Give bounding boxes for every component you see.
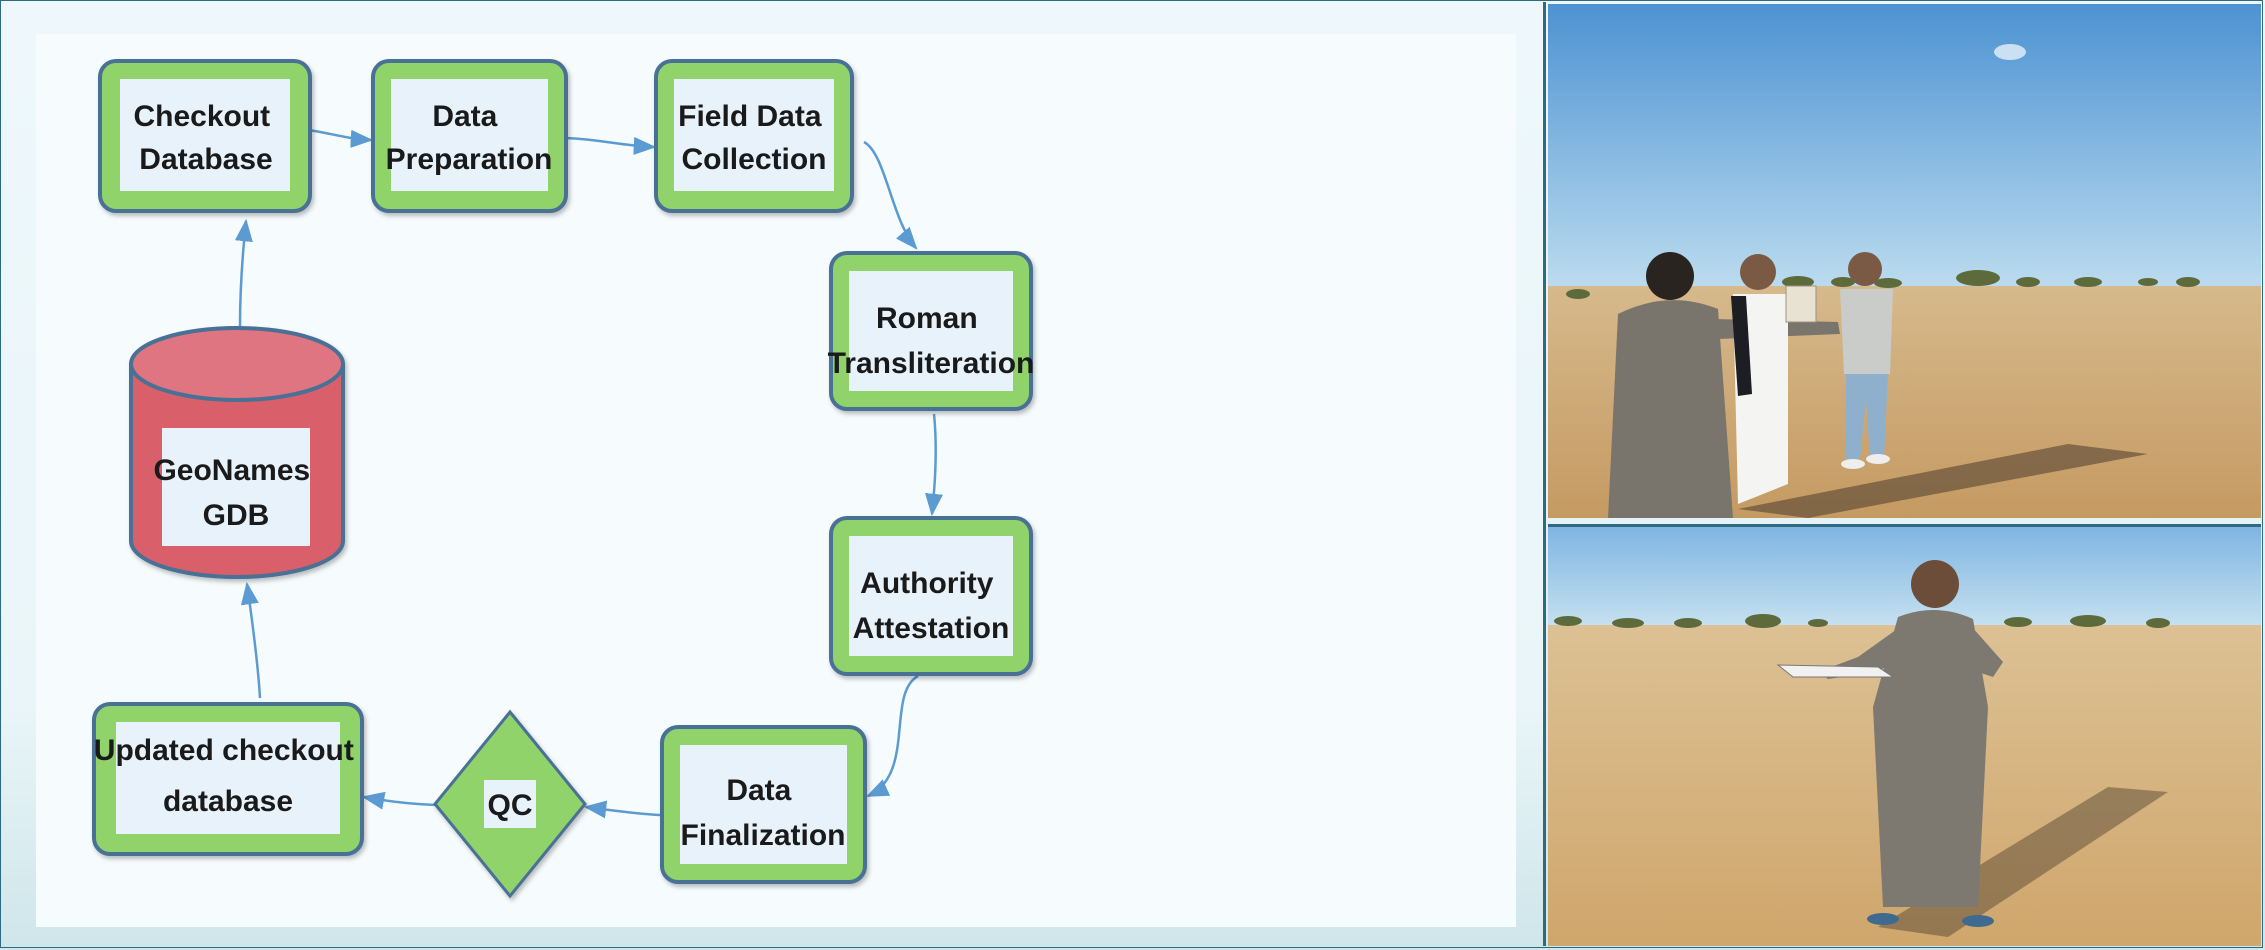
svg-text:Field Data Collection: Field Data Collection: [678, 100, 830, 176]
diagram-panel: Checkout Database Data Preparation Field…: [2, 2, 1546, 946]
edge-geonames-to-checkout: [234, 218, 253, 327]
node-checkout-database: [98, 59, 312, 213]
edge-roman-to-authority: [925, 413, 943, 517]
node-data-finalization: [660, 725, 867, 884]
svg-text:Updated checkout datab: Updated checkout database: [94, 734, 362, 818]
node-field-data-collection-line1: Field Data: [678, 100, 822, 133]
node-authority-attestation-line1: Authority: [860, 567, 994, 600]
svg-text:Data Finalization: Data Finalization: [681, 774, 846, 852]
edge-qc-to-updated: [361, 791, 437, 810]
workflow-diagram: Checkout Database Data Preparation Field…: [36, 34, 1516, 927]
node-geonames-gdb: [129, 326, 345, 579]
svg-text:GeoNames GDB: GeoNames GDB: [153, 454, 318, 532]
node-roman-transliteration: [829, 251, 1033, 411]
field-photo-top: [1548, 4, 2261, 518]
edge-updated-to-geonames: [240, 581, 262, 699]
edge-authority-to-finalization: [865, 674, 919, 798]
edge-field-to-roman: [863, 140, 918, 250]
svg-text:Roman Transliteration: Roman Transliteration: [828, 302, 1035, 380]
node-checkout-database-line1: Checkout: [133, 100, 270, 133]
node-data-finalization-line1: Data: [726, 774, 791, 807]
edge-preparation-to-field: [565, 136, 657, 155]
photo-panel: [1548, 4, 2261, 946]
node-updated-checkout-database-line1: Updated checkout: [94, 734, 354, 767]
field-photo-bottom: [1548, 524, 2261, 949]
svg-text:Data Preparation: Data Preparation: [386, 100, 553, 176]
node-updated-checkout-database-line2: database: [163, 785, 293, 818]
edge-finalization-to-qc: [583, 800, 661, 819]
node-qc-label: QC: [488, 789, 533, 822]
svg-text:Authority Attestation: Authority Attestation: [853, 567, 1010, 645]
node-authority-attestation-line2: Attestation: [853, 612, 1010, 645]
node-data-preparation: [371, 59, 568, 213]
node-updated-checkout-database: [92, 702, 364, 856]
node-field-data-collection: [654, 59, 854, 213]
node-data-finalization-line2: Finalization: [681, 819, 846, 852]
node-authority-attestation: [829, 516, 1033, 676]
node-data-preparation-line2: Preparation: [386, 143, 553, 176]
node-roman-transliteration-line2: Transliteration: [828, 347, 1035, 380]
node-qc: [433, 709, 587, 899]
node-geonames-gdb-line1: GeoNames: [153, 454, 310, 487]
svg-text:Checkout Database: Checkout Database: [133, 100, 278, 176]
node-data-preparation-line1: Data: [432, 100, 497, 133]
edges: [234, 126, 943, 819]
node-roman-transliteration-line1: Roman: [876, 302, 978, 335]
node-checkout-database-line2: Database: [139, 143, 272, 176]
node-field-data-collection-line2: Collection: [681, 143, 826, 176]
node-geonames-gdb-line2: GDB: [203, 499, 270, 532]
